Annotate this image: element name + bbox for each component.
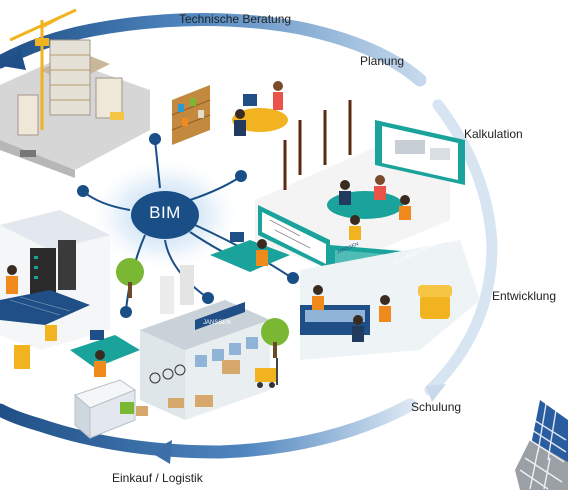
connector-node[interactable] [149,133,161,145]
workstation-scene [210,232,290,272]
stage-label-technische-beratung[interactable]: Technische Beratung [179,12,292,26]
ring-arrow-right [426,384,446,402]
construction-site-scene [0,8,150,178]
ring-arc-bottom [0,398,417,459]
connector-node[interactable] [202,292,214,304]
planning-scene [255,100,465,270]
janssen-logo-icon [515,400,568,490]
consulting-scene [171,81,288,145]
logistics-scene [70,330,148,440]
bicycle-rack-icon [149,364,186,384]
connector-line-top [154,139,161,189]
server-room-scene [0,210,110,369]
bim-hub-label[interactable]: BIM [149,203,181,222]
factory-scene: JANSSEN [116,258,289,420]
presentation-screen [375,120,465,185]
connector-node[interactable] [77,185,89,197]
stage-label-schulung[interactable]: Schulung [411,400,462,414]
stage-label-kalkulation[interactable]: Kalkulation [464,127,523,141]
bim-hub[interactable] [131,191,199,239]
stage-label-entwicklung[interactable]: Entwicklung [492,289,557,303]
connector-node[interactable] [287,272,299,284]
technology-center-scene [300,240,480,360]
pallets-icon [168,360,240,408]
connector-node[interactable] [235,170,247,182]
connector-line-bottom [164,239,206,297]
connector-node[interactable] [120,306,132,318]
crane-icon [9,8,77,130]
ring-arrow-bottom [150,440,172,464]
whiteboard-wall [258,205,330,270]
stage-label-einkauf-logistik[interactable]: Einkauf / Logistik [112,471,203,485]
ring-arrow-top [2,48,26,70]
stage-label-planung[interactable]: Planung [360,54,405,68]
building-sign: JANSSEN [195,302,245,330]
ring-arc-top [0,12,427,87]
orange-chair-icon [418,285,452,319]
building-sign-text: JANSSEN [203,320,231,326]
forklift-icon [255,358,278,388]
